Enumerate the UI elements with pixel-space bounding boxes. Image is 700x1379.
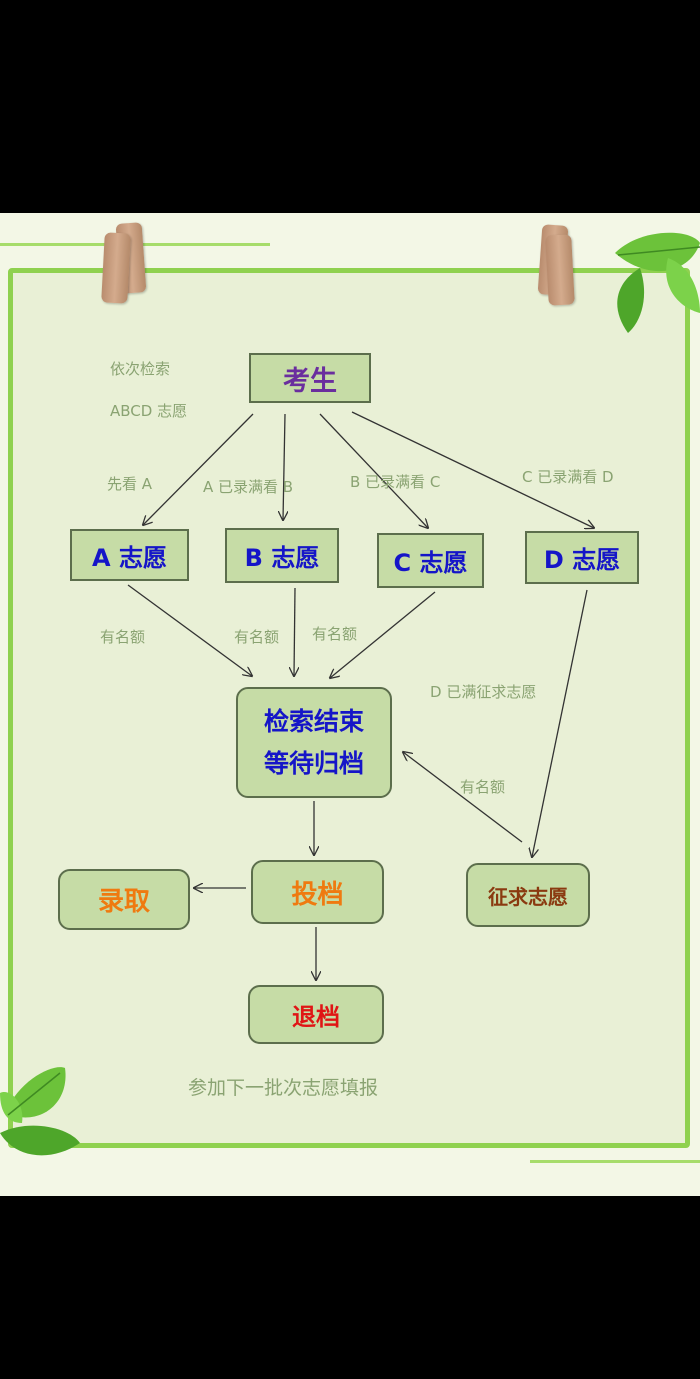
arrow-a-to-end xyxy=(127,584,252,676)
node-label: 投档 xyxy=(291,879,344,910)
arrow-to-b xyxy=(283,413,285,520)
label-order-1: 依次检索 xyxy=(110,360,171,378)
leaf-decorations xyxy=(0,232,700,1156)
node-choice-d: D 志愿 xyxy=(525,531,639,584)
label-quota-b: 有名额 xyxy=(234,628,280,646)
node-label: 录取 xyxy=(97,887,150,917)
label-b-full: B 已录满看 C xyxy=(350,473,441,491)
node-label: D 志愿 xyxy=(543,546,621,574)
arrow-to-d xyxy=(351,411,594,528)
arrow-c-to-end xyxy=(330,591,436,678)
node-label: 退档 xyxy=(292,1003,340,1031)
arrow-d-to-solicit xyxy=(532,589,588,857)
label-quota-solicit: 有名额 xyxy=(460,778,506,796)
label-quota-a: 有名额 xyxy=(100,628,146,646)
label-quota-c: 有名额 xyxy=(312,625,358,643)
node-choice-b: B 志愿 xyxy=(225,528,339,583)
label-a-full: A 已录满看 B xyxy=(203,478,294,496)
node-choice-a: A 志愿 xyxy=(70,529,189,581)
node-admit: 录取 xyxy=(58,869,190,930)
node-label: C 志愿 xyxy=(393,549,468,577)
node-label: 检索结束 xyxy=(263,706,364,736)
label-d-full: D 已满征求志愿 xyxy=(430,683,537,701)
arrow-b-to-end xyxy=(294,587,295,676)
node-label: 考生 xyxy=(283,365,337,397)
node-choice-c: C 志愿 xyxy=(377,533,484,588)
arrow-solicit-to-end xyxy=(403,752,523,843)
node-solicit: 征求志愿 xyxy=(466,863,590,927)
node-label: A 志愿 xyxy=(92,543,167,572)
node-label: 等待归档 xyxy=(263,748,364,778)
arrow-to-c xyxy=(319,413,428,528)
footer-text: 参加下一批次志愿填报 xyxy=(188,1077,379,1099)
node-examinee: 考生 xyxy=(249,353,371,403)
node-label: 征求志愿 xyxy=(488,884,568,909)
label-order-2: ABCD 志愿 xyxy=(110,402,188,420)
decor-line-bottom xyxy=(530,1160,700,1163)
node-search-end: 检索结束 等待归档 xyxy=(236,687,392,798)
leaf-icon xyxy=(615,232,700,333)
node-label: B 志愿 xyxy=(244,544,320,572)
leaf-icon xyxy=(0,1067,80,1156)
arrow-to-a xyxy=(143,413,254,525)
label-c-full: C 已录满看 D xyxy=(522,468,614,486)
node-submit: 投档 xyxy=(251,860,384,924)
node-reject: 退档 xyxy=(248,985,384,1044)
label-see-a: 先看 A xyxy=(107,475,153,493)
